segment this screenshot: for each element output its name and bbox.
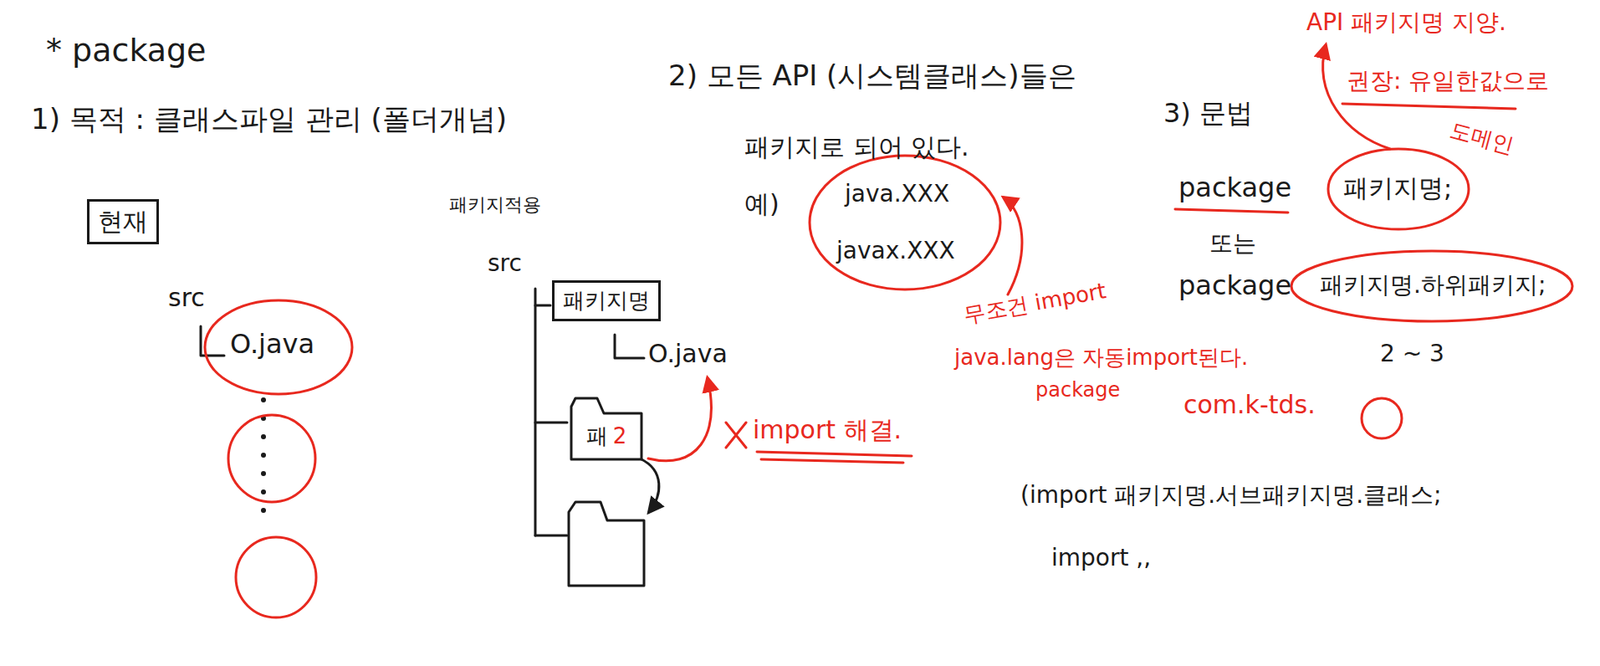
dot bbox=[260, 507, 266, 513]
note-text: 패키지로 되어 있다. bbox=[744, 132, 970, 163]
red-arrow bbox=[1323, 45, 1391, 149]
note-text: com.k-tds. bbox=[1183, 389, 1316, 420]
tree-line bbox=[534, 288, 537, 536]
note-text: 패키지적용 bbox=[449, 194, 542, 216]
note-text: 권장: 유일한값으로 bbox=[1346, 66, 1549, 96]
red-circle bbox=[204, 300, 353, 394]
red-circle bbox=[809, 155, 1001, 290]
cross-mark bbox=[725, 422, 747, 448]
note-text: 2) 모든 API (시스템클래스)들은 bbox=[668, 58, 1077, 93]
underline bbox=[756, 451, 912, 463]
underline bbox=[1342, 103, 1516, 109]
note-text: java.lang은 자동import된다. bbox=[954, 344, 1248, 371]
note-text: O.java bbox=[648, 338, 728, 369]
red-circle bbox=[235, 536, 317, 618]
note-text: 예) bbox=[744, 189, 780, 220]
red-circle bbox=[228, 414, 316, 502]
node-text: 패키지명 bbox=[562, 287, 650, 313]
folder-icon: 패2 bbox=[568, 393, 645, 462]
underline bbox=[1175, 209, 1289, 213]
note-text: src bbox=[168, 282, 205, 313]
note-text: package bbox=[1178, 171, 1292, 204]
note-text: 1) 목적 : 클래스파일 관리 (폴더개념) bbox=[30, 102, 507, 137]
folder-icon bbox=[568, 501, 645, 586]
dot bbox=[260, 470, 266, 476]
red-circle bbox=[1291, 250, 1573, 322]
note-text: 도메인 bbox=[1446, 117, 1517, 159]
folder-outline bbox=[571, 398, 642, 460]
note-text: 패키지명.하위패키지; bbox=[1319, 270, 1546, 300]
note-text: 무조건 import bbox=[961, 277, 1109, 329]
dot bbox=[260, 452, 266, 458]
note-text: (import 패키지명.서브패키지명.클래스; bbox=[1020, 480, 1442, 510]
note-text: * package bbox=[46, 31, 207, 71]
note-text: 패키지명; bbox=[1343, 173, 1452, 204]
node-text: 2 bbox=[613, 423, 628, 450]
red-circle bbox=[1361, 398, 1402, 439]
tree-line bbox=[535, 534, 568, 537]
note-text: java.XXX bbox=[844, 179, 950, 209]
note-text: javax.XXX bbox=[836, 236, 956, 266]
note-text: src bbox=[487, 249, 522, 278]
red-arrow bbox=[1003, 197, 1023, 295]
note-text: O.java bbox=[230, 327, 315, 360]
note-text: 또는 bbox=[1209, 229, 1257, 258]
note-text: 3) 문법 bbox=[1163, 97, 1253, 129]
node-text: 현재 bbox=[97, 206, 149, 236]
red-circle bbox=[1328, 148, 1469, 230]
dot bbox=[260, 397, 266, 403]
note-text: package bbox=[1035, 378, 1120, 403]
boxed-note: 현재 bbox=[86, 199, 159, 245]
tree-line bbox=[535, 421, 568, 425]
node-text: 패 bbox=[586, 423, 609, 450]
tree-line bbox=[614, 334, 645, 358]
dot bbox=[260, 489, 266, 495]
tree-line bbox=[535, 304, 551, 307]
note-text: package bbox=[1178, 269, 1292, 302]
note-text: import ,, bbox=[1051, 543, 1151, 573]
dot bbox=[260, 434, 266, 440]
red-arrow bbox=[648, 378, 711, 461]
note-text: API 패키지명 지양. bbox=[1306, 8, 1507, 37]
package-box: 패키지명 bbox=[552, 280, 661, 322]
arrow bbox=[639, 458, 660, 512]
note-text: 2 ~ 3 bbox=[1380, 339, 1445, 369]
note-text: import 해결. bbox=[752, 414, 902, 445]
